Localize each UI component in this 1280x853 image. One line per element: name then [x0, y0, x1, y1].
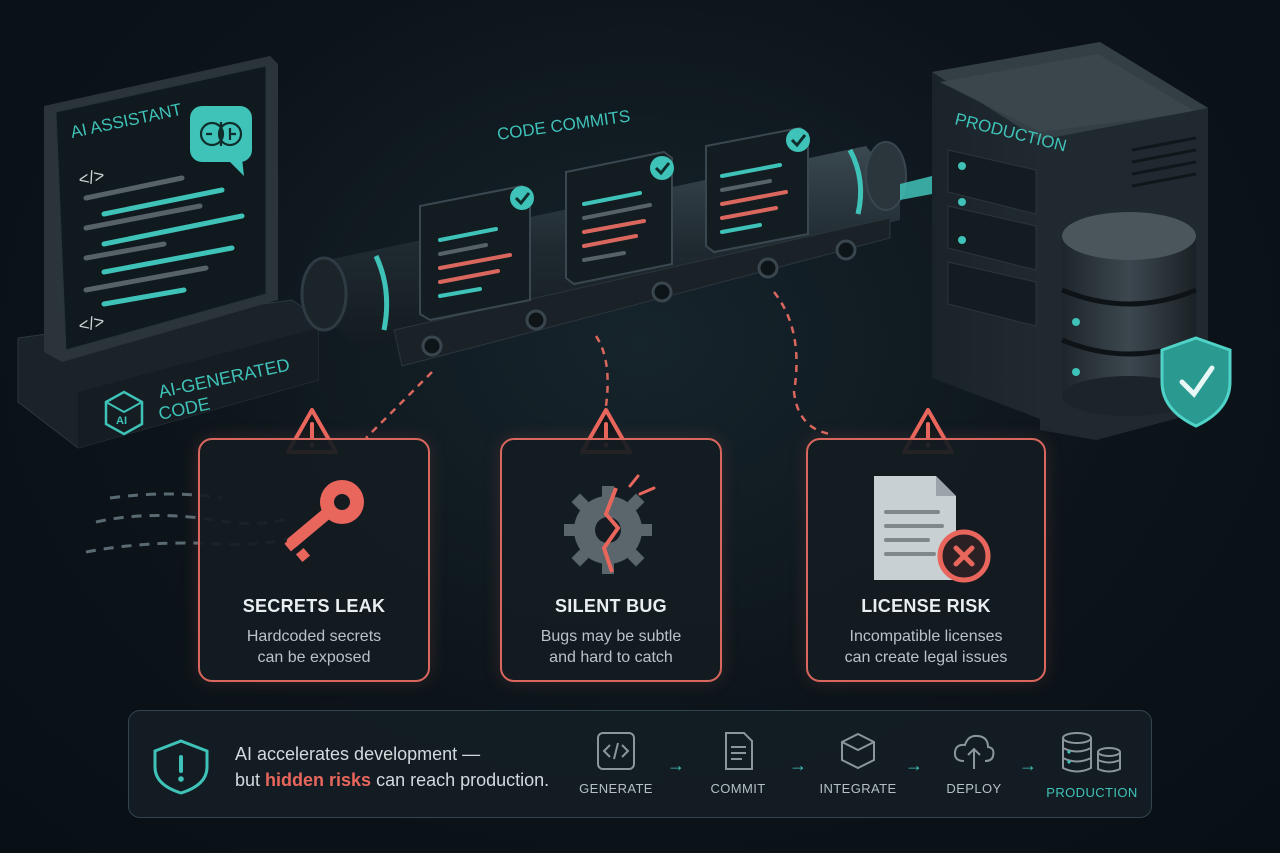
cube-icon — [841, 732, 875, 770]
database-icon — [1062, 732, 1121, 773]
step-generate: GENERATE — [561, 731, 671, 796]
risk-title: SECRETS LEAK — [242, 596, 386, 616]
step-arrow: → — [1019, 755, 1037, 775]
footer-message: AI accelerates development — but hidden … — [235, 744, 550, 790]
risk-connectors — [365, 291, 831, 439]
commit-card-1 — [419, 184, 534, 322]
code-icon — [597, 732, 635, 770]
document-icon — [725, 732, 753, 770]
risk-title: LICENSE RISK — [861, 596, 991, 616]
risk-title: SILENT BUG — [554, 596, 667, 616]
step-arrow: → — [789, 755, 807, 775]
hidden-risks-highlight: hidden risks — [265, 770, 372, 790]
commit-card-2 — [565, 150, 674, 286]
commit-card-3 — [705, 126, 810, 254]
risk-description: Incompatible licenses can create legal i… — [844, 628, 1008, 666]
pipeline-title: CODE COMMITS — [496, 106, 631, 143]
ai-cube-icon: AI — [104, 390, 144, 436]
step-arrow: → — [667, 755, 685, 775]
shield-check-icon — [1160, 336, 1232, 428]
cloud-upload-icon — [953, 734, 995, 769]
brain-icon — [199, 121, 243, 147]
risk-card-silent-bug: SILENT BUG Bugs may be subtle and hard t… — [500, 438, 722, 682]
step-deploy: DEPLOY — [919, 731, 1029, 796]
step-production: PRODUCTION — [1037, 731, 1147, 800]
shield-alert-icon — [153, 739, 209, 795]
document-error-icon — [874, 476, 991, 583]
risk-card-secrets-leak: SECRETS LEAK Hardcoded secrets can be ex… — [198, 438, 430, 682]
step-arrow: → — [905, 755, 923, 775]
key-icon — [284, 480, 364, 563]
broken-gear-icon — [564, 474, 656, 574]
step-commit: COMMIT — [683, 731, 793, 796]
risk-description: Bugs may be subtle and hard to catch — [540, 628, 682, 666]
summary-footer: AI accelerates development — but hidden … — [128, 710, 1152, 818]
step-integrate: INTEGRATE — [803, 731, 913, 796]
risk-card-license-risk: LICENSE RISK Incompatible licenses can c… — [806, 438, 1046, 682]
risk-description: Hardcoded secrets can be exposed — [246, 628, 382, 666]
ai-assistant-monitor — [44, 56, 278, 362]
svg-text:AI: AI — [116, 415, 127, 427]
